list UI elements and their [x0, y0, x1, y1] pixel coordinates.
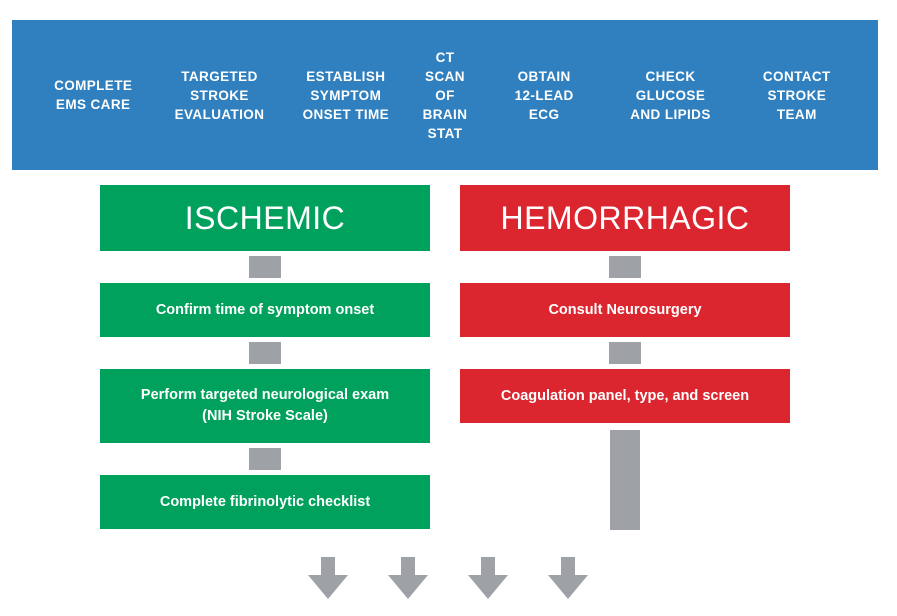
arrow-shaft: [321, 557, 335, 579]
ischemic-step-confirm-onset: Confirm time of symptom onset: [100, 283, 430, 337]
arrow-down-icon-2: [388, 557, 428, 599]
connector-hemorrhagic-1: [609, 256, 641, 278]
header-step-check-glucose-and-lipids: CHECK GLUCOSE AND LIPIDS: [630, 68, 711, 122]
header-step-complete-ems-care: COMPLETE EMS CARE: [54, 78, 133, 112]
arrow-down-icon-1: [308, 557, 348, 599]
connector-hemorrhagic-stem: [610, 430, 640, 530]
connector-ischemic-3: [249, 448, 281, 470]
branch-column-hemorrhagic: HEMORRHAGIC Consult Neurosurgery Coagula…: [460, 185, 790, 423]
arrow-down-icon-3: [468, 557, 508, 599]
branch-column-ischemic: ISCHEMIC Confirm time of symptom onset P…: [100, 185, 430, 529]
branch-title-hemorrhagic: HEMORRHAGIC: [460, 185, 790, 251]
connector-ischemic-1: [249, 256, 281, 278]
hemorrhagic-step-coagulation-panel: Coagulation panel, type, and screen: [460, 369, 790, 423]
arrow-down-icon-4: [548, 557, 588, 599]
ischemic-step-neuro-exam: Perform targeted neurological exam (NIH …: [100, 369, 430, 443]
arrow-head: [308, 575, 348, 599]
branch-title-ischemic: ISCHEMIC: [100, 185, 430, 251]
header-step-targeted-stroke-evaluation: TARGETED STROKE EVALUATION: [174, 68, 265, 122]
bottom-arrow-row: [308, 555, 588, 601]
initial-assessment-header-band: COMPLETE EMS CARE TARGETED STROKE EVALUA…: [12, 20, 878, 170]
arrow-shaft: [561, 557, 575, 579]
header-step-contact-stroke-team: CONTACT STROKE TEAM: [762, 68, 831, 122]
arrow-head: [388, 575, 428, 599]
connector-ischemic-2: [249, 342, 281, 364]
ischemic-step-fibrinolytic-checklist: Complete fibrinolytic checklist: [100, 475, 430, 529]
header-step-establish-symptom-onset-time: ESTABLISH SYMPTOM ONSET TIME: [302, 68, 390, 122]
header-step-obtain-12-lead-ecg: OBTAIN 12-LEAD ECG: [514, 68, 574, 122]
arrow-head: [548, 575, 588, 599]
header-step-ct-scan-of-brain-stat: CT SCAN OF BRAIN STAT: [422, 49, 468, 141]
arrow-shaft: [401, 557, 415, 579]
arrow-head: [468, 575, 508, 599]
arrow-shaft: [481, 557, 495, 579]
hemorrhagic-step-consult-neurosurgery: Consult Neurosurgery: [460, 283, 790, 337]
connector-hemorrhagic-2: [609, 342, 641, 364]
